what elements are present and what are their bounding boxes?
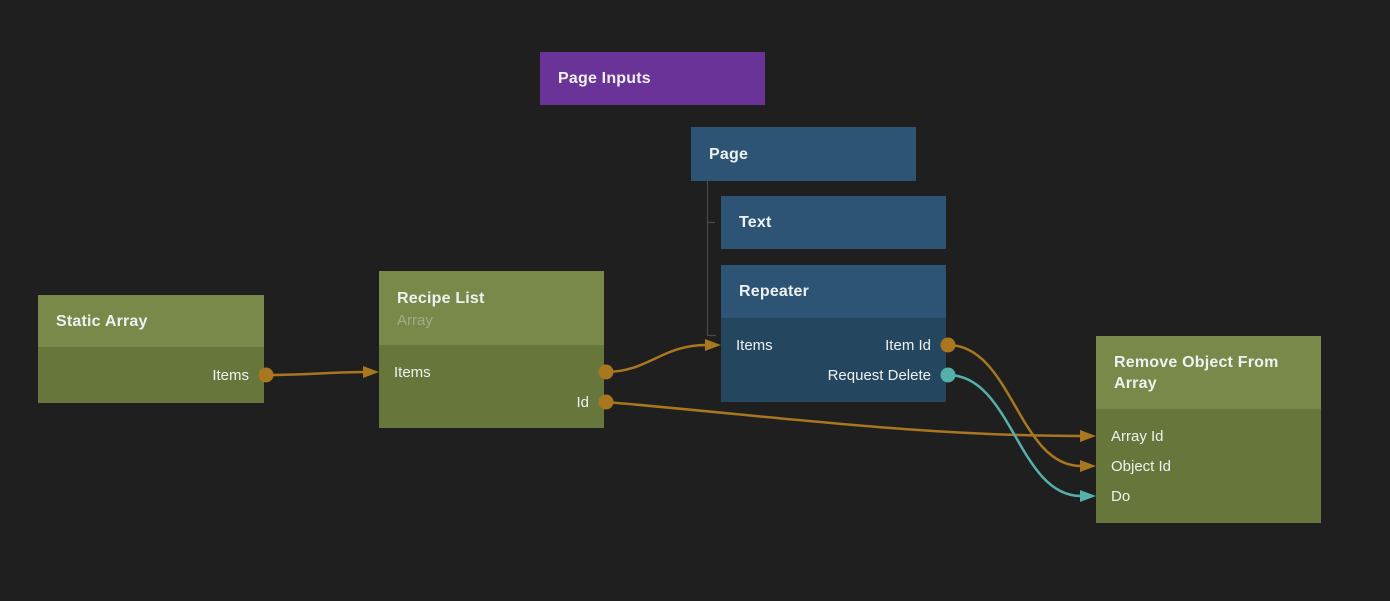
port-label-request-delete-output: Request Delete bbox=[827, 366, 931, 384]
wire-repeater-requestdelete-to-remove-do[interactable] bbox=[947, 373, 1082, 498]
port-row-request-delete[interactable]: Request Delete bbox=[721, 360, 946, 390]
wire-recipelist-items-to-repeater-items[interactable] bbox=[605, 343, 707, 374]
port-label-item-id-output: Item Id bbox=[885, 336, 931, 354]
node-remove-object-from-array[interactable]: Remove Object From Array Array Id Object… bbox=[1096, 336, 1321, 523]
arrowhead-remove-array-id-input bbox=[1080, 430, 1096, 442]
port-row-do-input[interactable]: Do bbox=[1096, 481, 1321, 511]
node-subtitle: Array bbox=[397, 311, 433, 329]
arrowhead-repeater-items-input bbox=[705, 339, 721, 351]
arrowhead-remove-do-input bbox=[1080, 490, 1096, 502]
port-row-array-id-input[interactable]: Array Id bbox=[1096, 421, 1321, 451]
node-page-inputs[interactable]: Page Inputs bbox=[540, 52, 765, 105]
port-row-object-id-input[interactable]: Object Id bbox=[1096, 451, 1321, 481]
node-title: Remove Object From Array bbox=[1114, 353, 1279, 392]
node-static-array[interactable]: Static Array Items bbox=[38, 295, 264, 403]
wire-repeater-itemid-to-remove-objectid[interactable] bbox=[947, 343, 1082, 468]
wire-staticarray-items-to-recipelist-items[interactable] bbox=[265, 370, 365, 377]
node-recipe-list[interactable]: Recipe List Array Items Id bbox=[379, 271, 604, 428]
port-label-items-output: Items bbox=[212, 366, 249, 384]
port-row-id-output[interactable]: Id bbox=[379, 387, 604, 417]
node-repeater[interactable]: Repeater Items Item Id Request Delete bbox=[721, 265, 946, 402]
node-title: Page Inputs bbox=[558, 70, 651, 87]
node-title: Recipe List bbox=[397, 289, 485, 307]
port-label-id-output: Id bbox=[576, 393, 589, 411]
port-label-object-id-input: Object Id bbox=[1111, 457, 1172, 475]
node-page[interactable]: Page bbox=[691, 127, 916, 181]
arrowhead-remove-object-id-input bbox=[1080, 460, 1096, 472]
port-row-items-output[interactable]: Items bbox=[38, 360, 264, 390]
node-title: Text bbox=[739, 214, 772, 231]
wire-recipelist-id-to-remove-arrayid[interactable] bbox=[605, 400, 1082, 438]
port-label-items-input: Items bbox=[736, 336, 773, 354]
port-label-array-id-input: Array Id bbox=[1111, 427, 1164, 445]
node-title: Static Array bbox=[56, 312, 148, 330]
node-text[interactable]: Text bbox=[721, 196, 946, 249]
node-title: Repeater bbox=[739, 283, 810, 300]
port-row-items-itemid[interactable]: Items Item Id bbox=[721, 330, 946, 360]
port-label-items: Items bbox=[394, 363, 431, 381]
node-title: Page bbox=[709, 145, 749, 163]
hierarchy-line-page-children bbox=[706, 181, 716, 337]
port-label-do-input: Do bbox=[1111, 487, 1131, 505]
port-row-items[interactable]: Items bbox=[379, 357, 604, 387]
arrowhead-recipelist-items-input bbox=[363, 366, 379, 378]
